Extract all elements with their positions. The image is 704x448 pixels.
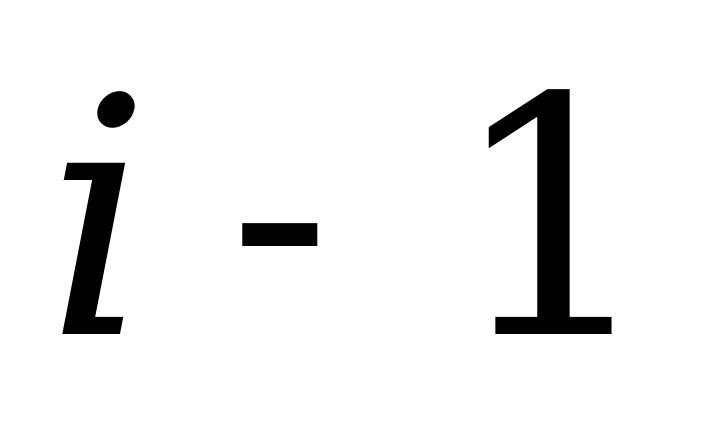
number-one: 1 (448, 28, 659, 412)
minus-operator: - (229, 37, 331, 386)
variable-i: i (45, 28, 152, 412)
